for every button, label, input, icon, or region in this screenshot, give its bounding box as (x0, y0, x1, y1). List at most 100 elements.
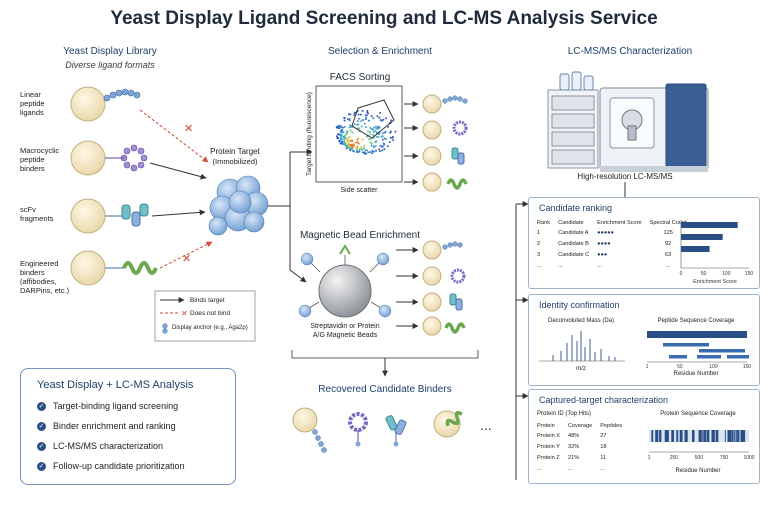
facs-event-dot (347, 113, 350, 116)
peptide-segment (699, 349, 729, 353)
facs-event-dot (343, 116, 346, 119)
summary-item: ✓ LC-MS/MS characterization (37, 441, 164, 452)
cell: Protein Y (537, 443, 560, 450)
facs-event-dot (340, 142, 343, 145)
facs-event-dot (383, 148, 386, 150)
facs-event-dot (378, 133, 380, 136)
facs-event-dot (352, 150, 355, 152)
peptide-segment (663, 343, 685, 347)
peptide-segment (697, 355, 721, 359)
facs-event-dot (363, 122, 366, 125)
facs-event-dot (340, 131, 343, 133)
covered-segment (655, 430, 657, 442)
protein-coverage-xlabel: Residue Number (675, 468, 721, 474)
spectrum-label: Deconvoluted Mass (Da) (547, 318, 615, 324)
covered-segment (724, 430, 726, 442)
cell: ... (600, 465, 605, 472)
facs-event-dot (346, 130, 349, 133)
facs-event-dot (366, 135, 369, 138)
facs-event-dot (387, 125, 389, 128)
page-title: Yeast Display Ligand Screening and LC-MS… (110, 8, 658, 29)
covered-segment (711, 430, 715, 442)
covered-segment (737, 430, 740, 442)
covered-segment (676, 430, 679, 442)
cell: ... (558, 262, 563, 269)
facs-event-dot (349, 140, 352, 142)
facs-event-dot (337, 133, 340, 136)
facs-event-dot (351, 148, 354, 150)
library-cell-macrocyclic (70, 140, 148, 176)
facs-event-dot (360, 120, 363, 123)
facs-event-dot (358, 127, 361, 130)
facs-event-dot (360, 146, 363, 149)
cell: 48% (568, 432, 580, 439)
facs-event-dot (348, 136, 351, 139)
summary-box: Yeast Display + LC-MS Analysis ✓ Target-b… (20, 368, 236, 485)
table-row: 1 Candidate A ●●●●● 125 (533, 227, 691, 238)
summary-item-label: LC-MS/MS characterization (53, 441, 164, 451)
covered-segment (743, 430, 746, 442)
facs-event-dot (374, 141, 377, 144)
facs-event-dot (381, 138, 384, 141)
facs-event-dot (341, 126, 344, 129)
facs-event-dot (375, 149, 377, 152)
cell: ... (568, 465, 573, 472)
cell: 3 (537, 251, 541, 258)
facs-event-dot (359, 113, 362, 116)
svg-text:✕: ✕ (181, 309, 188, 318)
summary-item-label: Target-binding ligand screening (53, 401, 179, 411)
facs-event-dot (339, 134, 342, 137)
facs-event-dot (389, 130, 392, 133)
identity-title: Identity confirmation (539, 300, 620, 310)
facs-event-dot (392, 139, 395, 142)
facs-event-dot (340, 134, 343, 136)
covered-segment (729, 430, 731, 442)
magnetic-output-cells (396, 240, 466, 336)
legend-no-bind: Does not bind (190, 310, 231, 317)
summary-title: Yeast Display + LC-MS Analysis (37, 379, 194, 391)
facs-event-dot (335, 135, 338, 138)
bar-candidate-c (681, 246, 710, 252)
table-row: Protein Z 21% 11 (533, 452, 626, 463)
facs-event-dot (354, 141, 357, 144)
facs-event-dot (394, 130, 397, 133)
peptide-coverage-xlabel: Residue Number (673, 371, 719, 377)
facs-event-dot (345, 147, 348, 150)
facs-event-dot (369, 141, 372, 144)
facs-event-dot (357, 142, 360, 145)
covered-segment (733, 430, 735, 442)
candidate-ranking-card: Candidate ranking Rank Candidate Enrichm… (528, 197, 760, 289)
peptide-coverage-label: Peptide Sequence Coverage (657, 318, 735, 324)
facs-event-dot (340, 140, 343, 143)
cell: ... (597, 262, 602, 269)
protein-id-table: Protein Coverage Peptides Protein X 48% … (533, 421, 626, 474)
facs-event-dot (342, 131, 345, 134)
target-label: Protein Target (210, 147, 260, 156)
facs-event-dot (357, 113, 360, 116)
identity-card: Identity confirmation Deconvoluted Mass … (528, 294, 760, 386)
facs-event-dot (361, 109, 364, 112)
facs-event-dot (346, 140, 349, 143)
cell: 63 (665, 251, 672, 258)
summary-item-label: Follow-up candidate prioritization (53, 461, 185, 471)
facs-event-dot (337, 126, 339, 129)
facs-event-dot (358, 148, 361, 151)
covered-segment (667, 430, 669, 442)
covered-segment (703, 430, 705, 442)
peptide-segment (727, 355, 749, 359)
instrument-label: High-resolution LC-MS/MS (577, 172, 673, 181)
cell: 32% (568, 443, 580, 450)
covered-segment (698, 430, 701, 442)
facs-event-dot (350, 143, 353, 146)
table-header-row: Rank Candidate Enrichment Score Spectral… (533, 218, 691, 227)
facs-output-cells (404, 94, 468, 192)
cell: ●●● (597, 251, 608, 258)
target-sublabel: (Immobilized) (212, 157, 258, 166)
facs-event-dot (340, 135, 343, 138)
captured-title: Captured-target characterization (539, 395, 669, 405)
col-header: Spectral Count (649, 219, 687, 226)
check-icon: ✓ (37, 442, 46, 452)
coverage-tick-label: 500 (695, 455, 704, 461)
coverage-tick-label: 50 (677, 364, 683, 369)
facs-event-dot (376, 115, 379, 118)
